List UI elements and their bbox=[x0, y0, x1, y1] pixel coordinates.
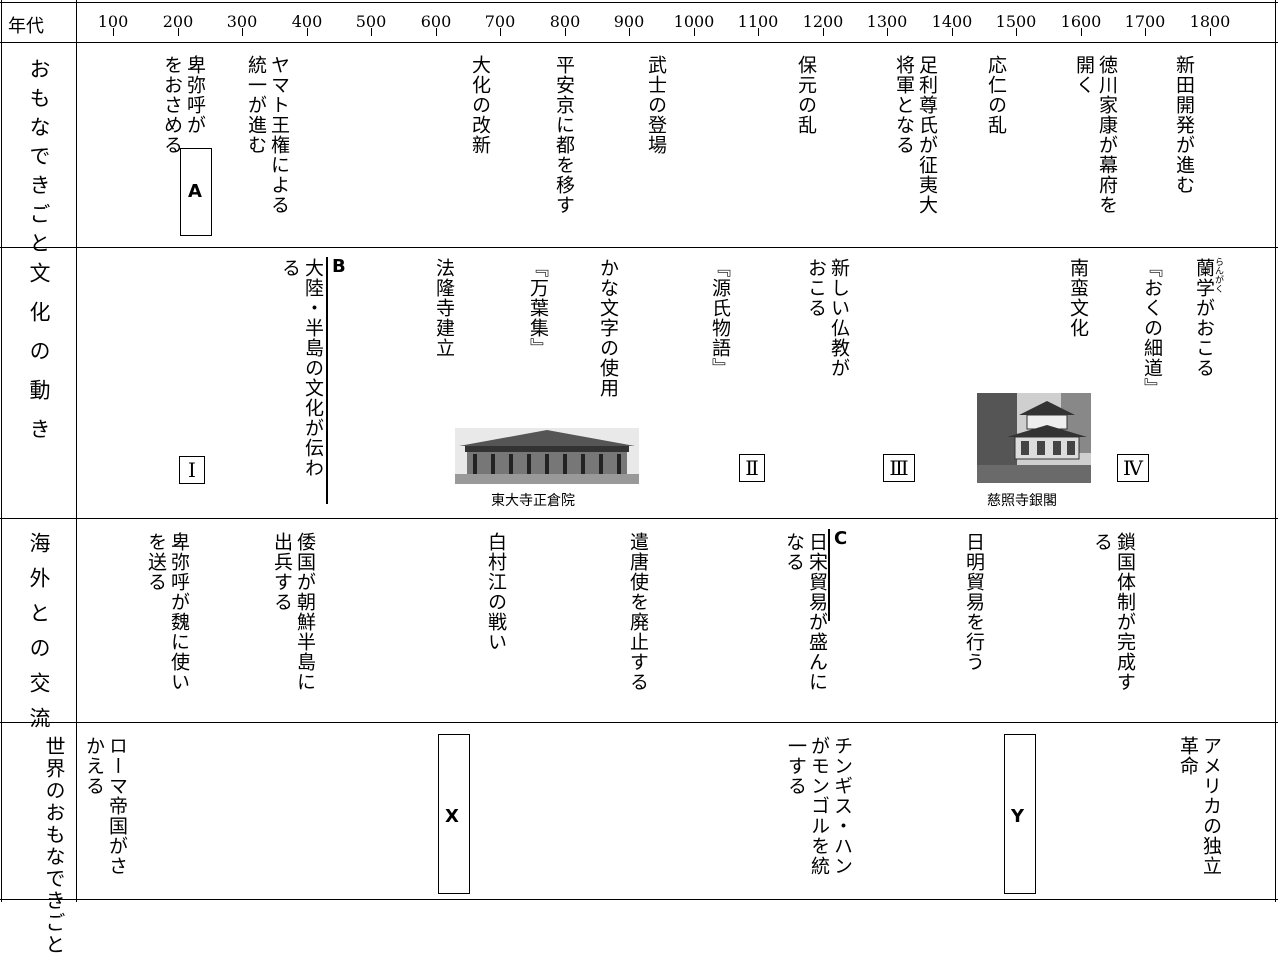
year-tick-label: 1500 bbox=[995, 12, 1037, 31]
event-ashikaga: 足利尊氏が征夷大 将軍となる bbox=[893, 55, 938, 215]
blank-box-X bbox=[438, 734, 470, 894]
year-tick-mark bbox=[1210, 28, 1211, 36]
culture-nanban: 南蛮文化 bbox=[1067, 258, 1089, 338]
year-tick-mark bbox=[694, 28, 695, 36]
year-tick-label: 1000 bbox=[673, 12, 715, 31]
event-bushi: 武士の登場 bbox=[645, 55, 667, 155]
ginkaku-photo bbox=[977, 393, 1091, 483]
year-tick-mark bbox=[242, 28, 243, 36]
row-header-foreign: 海外との交流 bbox=[27, 532, 51, 742]
label-Y: Y bbox=[1011, 806, 1025, 827]
year-tick-mark bbox=[307, 28, 308, 36]
row-divider-3 bbox=[0, 722, 1278, 723]
culture-tairiku: 大陸・半島の文化が伝わ る bbox=[279, 258, 324, 478]
ruby-rangaku: らんがく bbox=[1213, 257, 1223, 293]
year-tick-label: 1800 bbox=[1189, 12, 1231, 31]
foreign-hakusonko: 白村江の戦い bbox=[485, 532, 507, 652]
foreign-nisso: 日宋貿易が盛んに なる bbox=[783, 532, 828, 692]
year-tick-label: 900 bbox=[613, 12, 645, 31]
label-X: X bbox=[445, 806, 459, 827]
blank-box-Y bbox=[1004, 734, 1036, 894]
year-tick-label: 500 bbox=[355, 12, 387, 31]
row-header-world: 世界のおもなできごと bbox=[42, 736, 66, 956]
row-divider-1 bbox=[0, 247, 1278, 248]
year-tick-label: 1300 bbox=[866, 12, 908, 31]
culture-bukkyo: 新しい仏教が おこる bbox=[805, 258, 850, 378]
year-tick-label: 800 bbox=[549, 12, 581, 31]
year-tick-label: 300 bbox=[226, 12, 258, 31]
shosoin-caption: 東大寺正倉院 bbox=[491, 493, 575, 509]
blank-box-III: Ⅲ bbox=[883, 454, 915, 482]
event-onin: 応仁の乱 bbox=[985, 55, 1007, 135]
year-tick-mark bbox=[758, 28, 759, 36]
foreign-kentoshi: 遣唐使を廃止する bbox=[627, 532, 649, 692]
ginkaku-caption: 慈照寺銀閣 bbox=[987, 493, 1057, 509]
year-tick-label: 1100 bbox=[737, 12, 779, 31]
year-tick-mark bbox=[1145, 28, 1146, 36]
world-genghis: チンギス・ハン がモンゴルを統 一する bbox=[785, 736, 853, 876]
year-tick-mark bbox=[500, 28, 501, 36]
year-tick-mark bbox=[113, 28, 114, 36]
period-line-C bbox=[828, 529, 830, 621]
blank-box-A bbox=[180, 148, 212, 236]
event-hogen: 保元の乱 bbox=[795, 55, 817, 135]
culture-okunohosomichi: 『おくの細道』 bbox=[1141, 258, 1163, 398]
year-tick-label: 200 bbox=[162, 12, 194, 31]
year-tick-label: 1700 bbox=[1124, 12, 1166, 31]
event-yamato: ヤマト王権による 統一が進む bbox=[245, 55, 290, 215]
event-taika: 大化の改新 bbox=[469, 55, 491, 155]
year-tick-label: 1600 bbox=[1060, 12, 1102, 31]
year-tick-label: 400 bbox=[291, 12, 323, 31]
culture-kana: かな文字の使用 bbox=[597, 258, 619, 398]
blank-box-II: Ⅱ bbox=[739, 454, 765, 482]
row-header-culture: 文化の動き bbox=[27, 262, 51, 457]
shosoin-photo bbox=[455, 428, 639, 484]
foreign-nichimin: 日明貿易を行う bbox=[963, 532, 985, 672]
world-rome: ローマ帝国がさ かえる bbox=[83, 736, 128, 876]
culture-rangaku: 蘭学がおこる bbox=[1193, 258, 1215, 378]
foreign-wakoku: 倭国が朝鮮半島に 出兵する bbox=[271, 532, 316, 692]
culture-manyoshu: 『万葉集』 bbox=[527, 258, 549, 358]
foreign-sakoku: 鎖国体制が完成す る bbox=[1091, 532, 1136, 692]
foreign-himiko-gi: 卑弥呼が魏に使い を送る bbox=[145, 532, 190, 692]
year-tick-mark bbox=[565, 28, 566, 36]
year-tick-label: 1200 bbox=[802, 12, 844, 31]
table-border-left bbox=[1, 0, 2, 902]
event-tokugawa: 徳川家康が幕府を 開く bbox=[1073, 55, 1118, 215]
year-tick-label: 600 bbox=[420, 12, 452, 31]
table-border-bottom bbox=[0, 899, 1278, 900]
row-header-events: おもなできごと bbox=[27, 58, 51, 261]
event-shinden: 新田開発が進む bbox=[1173, 55, 1195, 195]
table-border-right bbox=[1275, 0, 1276, 902]
year-tick-mark bbox=[823, 28, 824, 36]
year-tick-mark bbox=[178, 28, 179, 36]
year-tick-mark bbox=[952, 28, 953, 36]
label-B: B bbox=[332, 256, 346, 277]
culture-horyuji: 法隆寺建立 bbox=[433, 258, 455, 358]
period-line-B bbox=[326, 257, 328, 504]
year-tick-mark bbox=[436, 28, 437, 36]
label-A: A bbox=[188, 181, 202, 202]
header-column-divider bbox=[76, 0, 77, 902]
year-tick-mark bbox=[1081, 28, 1082, 36]
year-tick-label: 100 bbox=[97, 12, 129, 31]
blank-box-IV: Ⅳ bbox=[1117, 454, 1149, 482]
blank-box-I: Ⅰ bbox=[179, 456, 205, 484]
header-divider bbox=[0, 42, 1278, 43]
label-C: C bbox=[834, 528, 848, 549]
event-himiko-rule: 卑弥呼が をおさめる bbox=[161, 55, 206, 155]
year-tick-label: 700 bbox=[484, 12, 516, 31]
year-tick-mark bbox=[1016, 28, 1017, 36]
year-tick-mark bbox=[371, 28, 372, 36]
year-tick-label: 1400 bbox=[931, 12, 973, 31]
table-border-top bbox=[0, 2, 1278, 3]
row-divider-2 bbox=[0, 518, 1278, 519]
event-heiankyo: 平安京に都を移す bbox=[553, 55, 575, 215]
culture-genji: 『源氏物語』 bbox=[709, 258, 731, 378]
year-header-label: 年代 bbox=[8, 16, 44, 37]
year-tick-mark bbox=[629, 28, 630, 36]
year-tick-mark bbox=[887, 28, 888, 36]
world-america: アメリカの独立 革命 bbox=[1177, 736, 1222, 876]
